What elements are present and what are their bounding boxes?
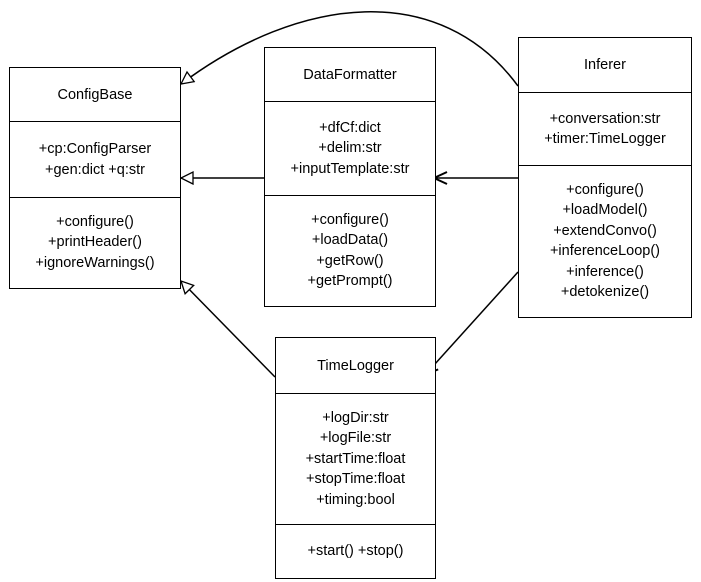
attribute: +timer:TimeLogger (544, 131, 666, 147)
class-dataformatter-attributes: +dfCf:dict +delim:str +inputTemplate:str (265, 102, 435, 196)
attribute: +dfCf:dict (319, 119, 381, 136)
class-configbase-methods: +configure() +printHeader() +ignoreWarni… (10, 198, 180, 287)
inheritance-timelogger-configbase (181, 281, 276, 378)
class-inferer[interactable]: Inferer +conversation:str +timer:TimeLog… (518, 37, 692, 318)
class-configbase-attributes: +cp:ConfigParser +gen:dict +q:str (10, 122, 180, 198)
class-inferer-attributes: +conversation:str +timer:TimeLogger (519, 93, 691, 166)
class-inferer-methods: +configure() +loadModel() +extendConvo()… (519, 166, 691, 316)
method: +extendConvo() (553, 222, 657, 239)
attribute: +delim:str (318, 140, 382, 157)
attribute: +gen:dict +q:str (45, 161, 145, 178)
attribute: +logDir:str (322, 409, 389, 426)
method: +ignoreWarnings() (35, 254, 155, 271)
method: +configure() (566, 181, 644, 198)
method: +inference() (566, 263, 644, 280)
method: +inferenceLoop() (549, 243, 661, 259)
attribute: +inputTemplate:str (290, 160, 410, 177)
method: +configure() (56, 213, 134, 230)
attribute: +logFile:str (319, 430, 392, 447)
attribute: +startTime:float (305, 450, 406, 467)
class-dataformatter-methods: +configure() +loadData() +getRow() +getP… (265, 196, 435, 305)
method: +start() +stop() (307, 542, 404, 559)
class-timelogger-name: TimeLogger (276, 338, 435, 394)
method: +printHeader() (48, 234, 142, 251)
class-inferer-name: Inferer (519, 38, 691, 93)
method: +loadModel() (562, 202, 648, 218)
attribute: +conversation:str (549, 110, 661, 127)
class-dataformatter-name: DataFormatter (265, 48, 435, 102)
method: +configure() (311, 211, 389, 228)
attribute: +cp:ConfigParser (38, 141, 152, 157)
class-dataformatter[interactable]: DataFormatter +dfCf:dict +delim:str +inp… (264, 47, 436, 307)
class-configbase[interactable]: ConfigBase +cp:ConfigParser +gen:dict +q… (9, 67, 181, 289)
class-timelogger-methods: +start() +stop() (276, 525, 435, 577)
method: +getPrompt() (307, 273, 393, 289)
attribute: +timing:bool (316, 491, 395, 508)
attribute: +stopTime:float (306, 471, 405, 488)
method: +loadData() (311, 232, 389, 248)
class-timelogger[interactable]: TimeLogger +logDir:str +logFile:str +sta… (275, 337, 436, 579)
method: +detokenize() (560, 284, 650, 300)
inheritance-inferer-configbase (181, 11, 519, 87)
class-timelogger-attributes: +logDir:str +logFile:str +startTime:floa… (276, 394, 435, 525)
method: +getRow() (316, 252, 384, 269)
association-inferer-timelogger (423, 271, 519, 377)
class-configbase-name: ConfigBase (10, 68, 180, 122)
